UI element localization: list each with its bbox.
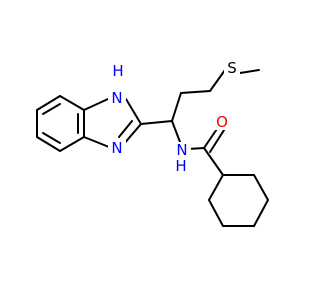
oxygen-label: O [216,113,228,131]
nh-h-label: H [112,62,123,80]
atom-labels: H N N N H O S [108,59,240,175]
imidazole-n-label: N [111,139,122,157]
benzene-ring [36,95,85,152]
imidazole-nh-label: N [111,89,122,107]
cyclohexane-ring [208,174,269,227]
amide-h-label: H [175,157,186,175]
molecule-structure: H N N N H O S [36,59,269,227]
amide-n-label: N [176,141,187,159]
side-chain [140,69,260,143]
sulfur-label: S [227,59,237,77]
